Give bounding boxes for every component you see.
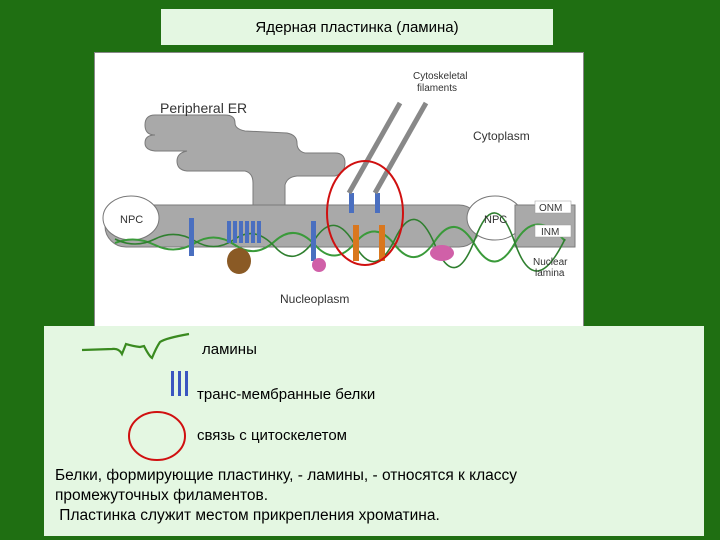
legend-circle-symbol (128, 411, 186, 461)
label-inm: INM (541, 227, 559, 238)
pink-protein-large (430, 245, 454, 261)
legend-transmembrane-symbol-2 (178, 371, 181, 396)
orange-protein-2 (379, 225, 385, 261)
cytoskeletal-filament-2 (372, 101, 429, 195)
legend-transmembrane-symbol-1 (171, 371, 174, 396)
peripheral-er (144, 114, 346, 209)
description-line-3: Пластинка служит местом прикрепления хро… (55, 507, 440, 524)
cytoskeletal-anchor-blue-1 (349, 193, 354, 213)
orange-protein-1 (353, 225, 359, 261)
label-npc-left: NPC (120, 214, 143, 226)
label-npc-right: NPC (484, 214, 507, 226)
legend-panel: ламины транс-мембранные белки связь с ци… (44, 326, 704, 536)
cytoskeletal-filament-1 (346, 101, 403, 195)
legend-symbols (81, 332, 190, 461)
diagram-canvas: Peripheral ER Cytoskeletal filaments Cyt… (102, 71, 576, 306)
label-nuclear-1: Nuclear (533, 257, 568, 268)
transmembrane-cluster (227, 221, 261, 243)
cytoskeletal-anchor-blue-2 (375, 193, 380, 213)
label-nuclear-2: lamina (535, 268, 565, 279)
label-cytoskeletal-2: filaments (417, 83, 457, 94)
legend-cytoskeleton-label: связь с цитоскелетом (197, 427, 347, 444)
label-onm: ONM (539, 203, 562, 214)
label-nucleoplasm: Nucleoplasm (280, 292, 349, 306)
description-line-2: промежуточных филаментов. (55, 487, 269, 504)
highlight-circle (326, 160, 404, 266)
label-cytoskeletal-1: Cytoskeletal (413, 71, 467, 82)
brown-protein (227, 248, 251, 274)
legend-lamina-label: ламины (202, 341, 257, 358)
label-peripheral-er: Peripheral ER (160, 100, 247, 116)
legend-transmembrane-label: транс-мембранные белки (197, 386, 376, 403)
slide-title: Ядерная пластинка (ламина) (161, 9, 553, 45)
label-cytoplasm: Cytoplasm (473, 129, 530, 143)
transmembrane-protein-1 (189, 218, 194, 256)
description: Белки, формирующие пластинку, - ламины, … (55, 466, 695, 526)
pink-protein-small (312, 258, 326, 272)
nuclear-lamina-diagram: Peripheral ER Cytoskeletal filaments Cyt… (94, 52, 584, 328)
legend-transmembrane-symbol-3 (185, 371, 188, 396)
transmembrane-protein-2 (311, 221, 316, 261)
legend-lamina-symbol (81, 332, 190, 360)
description-line-1: Белки, формирующие пластинку, - ламины, … (55, 467, 517, 484)
